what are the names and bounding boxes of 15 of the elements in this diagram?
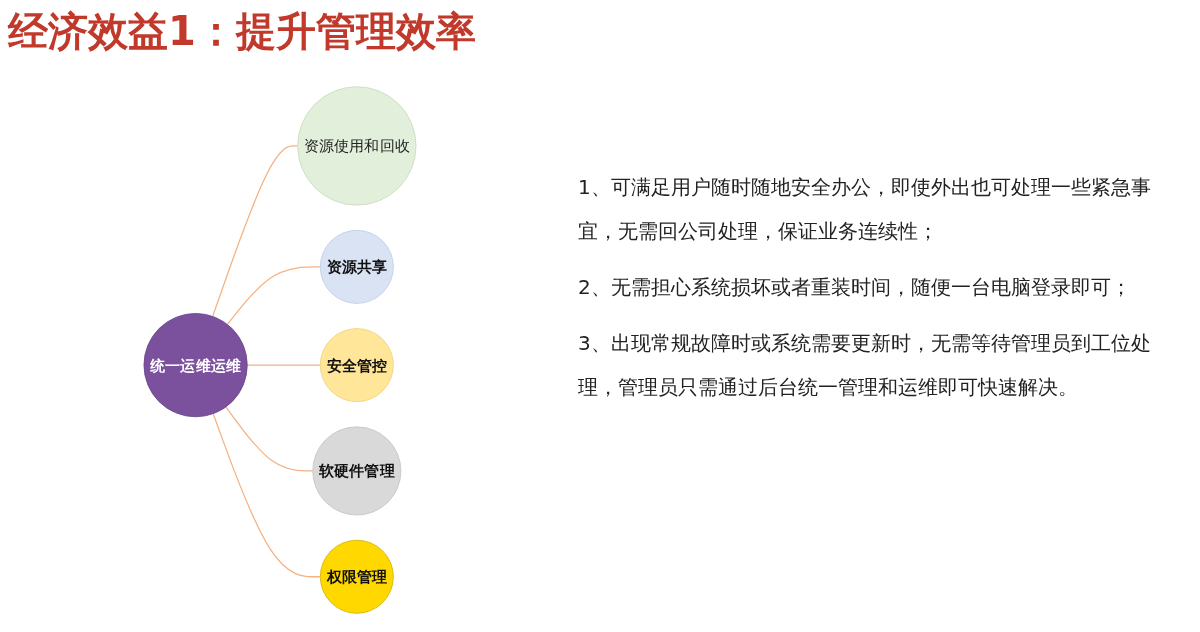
node-circle: 权限管理: [319, 539, 394, 614]
paragraph: 2、无需担心系统损坏或者重装时间，随便一台电脑登录即可；: [578, 274, 1132, 301]
connector: [212, 413, 321, 578]
node-circle: 资源共享: [319, 229, 394, 304]
title: 经济效益1：提升管理效率: [8, 7, 476, 56]
connector: [212, 145, 299, 317]
paragraph: 3、出现常规故障时或系统需要更新时，无需等待管理员到工位处理，管理员只需通过后台统一管理和运维即可快速解决。: [578, 330, 1152, 401]
connector: [225, 406, 314, 472]
node-circle: 软硬件管理: [312, 426, 402, 516]
connector: [246, 364, 321, 366]
node-circle: 资源使用和回收: [297, 86, 417, 206]
connector: [226, 266, 321, 326]
node-circle: 安全管控: [319, 328, 394, 403]
paragraph: 1、可满足用户随时随地安全办公，即使外出也可处理一些紧急事宜，无需回公司处理，保证业务连续性；: [578, 174, 1152, 245]
node-circle: 统一运维运维: [143, 313, 248, 418]
